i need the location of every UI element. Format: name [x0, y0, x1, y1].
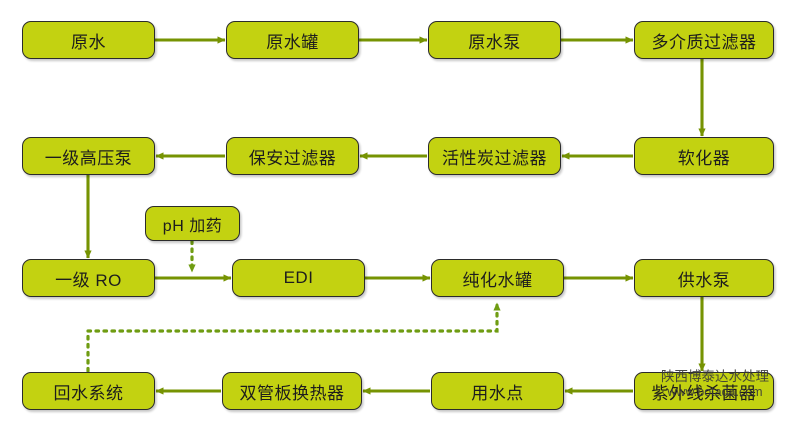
node-label: 多介质过滤器 [651, 32, 757, 52]
node-label: 一级 RO [55, 270, 122, 290]
node-label: pH 加药 [162, 217, 223, 235]
node-label: 保安过滤器 [248, 148, 337, 168]
node-label: 活性炭过滤器 [442, 148, 547, 168]
node-label: 用水点 [471, 383, 524, 403]
node-edi[interactable]: EDI [232, 259, 365, 297]
node-heat-exchanger[interactable]: 双管板换热器 [222, 372, 362, 410]
node-multimedia-filter[interactable]: 多介质过滤器 [634, 21, 774, 59]
node-label: 双管板换热器 [239, 383, 345, 403]
node-hp-pump-1[interactable]: 一级高压泵 [22, 137, 155, 175]
node-label: 原水罐 [266, 32, 319, 52]
node-softener[interactable]: 软化器 [634, 137, 774, 175]
node-return-system[interactable]: 回水系统 [22, 372, 155, 410]
node-label: EDI [283, 268, 314, 287]
node-label: 原水 [71, 32, 106, 52]
node-uv-sterilizer[interactable]: 紫外线杀菌器 [634, 372, 774, 410]
node-purified-water-tank[interactable]: 纯化水罐 [431, 259, 564, 297]
dotted-connector-return-to-purifiedtank [86, 301, 501, 373]
node-raw-water-tank[interactable]: 原水罐 [226, 21, 359, 59]
node-label: 原水泵 [468, 32, 521, 52]
node-label: 软化器 [677, 148, 731, 168]
node-label: 回水系统 [53, 383, 124, 403]
node-label: 一级高压泵 [44, 148, 133, 168]
node-ph-dosing[interactable]: pH 加药 [145, 206, 240, 241]
node-point-of-use[interactable]: 用水点 [431, 372, 564, 410]
node-supply-pump[interactable]: 供水泵 [634, 259, 774, 297]
node-label: 紫外线杀菌器 [651, 383, 757, 403]
node-label: 供水泵 [677, 270, 731, 290]
node-label: 纯化水罐 [462, 270, 533, 290]
node-security-filter[interactable]: 保安过滤器 [226, 137, 359, 175]
node-raw-water-pump[interactable]: 原水泵 [428, 21, 561, 59]
node-ro-stage-1[interactable]: 一级 RO [22, 259, 155, 297]
node-raw-water[interactable]: 原水 [22, 21, 155, 59]
node-carbon-filter[interactable]: 活性炭过滤器 [428, 137, 561, 175]
